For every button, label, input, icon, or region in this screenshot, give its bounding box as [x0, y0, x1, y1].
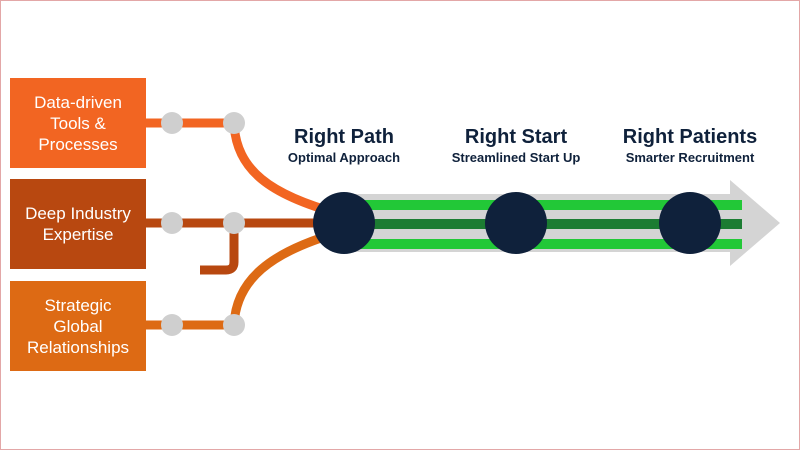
stage-title: Right Path — [294, 126, 394, 148]
connector-dot — [223, 212, 245, 234]
stage-heading-right-patients: Right Patients Smarter Recruitment — [590, 125, 790, 167]
connector-dot — [223, 314, 245, 336]
connector-dot — [223, 112, 245, 134]
stage-title: Right Patients — [622, 126, 758, 148]
connector-dot — [161, 212, 183, 234]
stage-title: Right Start — [464, 126, 568, 148]
stage-subtitle: Smarter Recruitment — [625, 150, 755, 165]
stage-node-right-start — [485, 192, 547, 254]
stage-heading-right-start: Right Start Streamlined Start Up — [416, 125, 616, 167]
stage-subtitle: Streamlined Start Up — [451, 150, 581, 165]
connector-curve-1 — [229, 122, 342, 219]
connector-dot — [161, 112, 183, 134]
stripe-bottom — [340, 239, 742, 249]
stage-node-right-path — [313, 192, 375, 254]
connector-branch-2 — [200, 223, 239, 275]
stage-subtitle: Optimal Approach — [287, 150, 401, 165]
stage-heading-right-path: Right Path Optimal Approach — [244, 125, 444, 167]
connector-curve-3 — [229, 227, 342, 326]
connector-dot — [161, 314, 183, 336]
stage-node-right-patients — [659, 192, 721, 254]
input-box-deep-industry-expertise: Deep Industry Expertise — [10, 179, 146, 269]
input-box-data-driven-tools: Data-driven Tools & Processes — [10, 78, 146, 168]
input-box-strategic-global-relationships: Strategic Global Relationships — [10, 281, 146, 371]
